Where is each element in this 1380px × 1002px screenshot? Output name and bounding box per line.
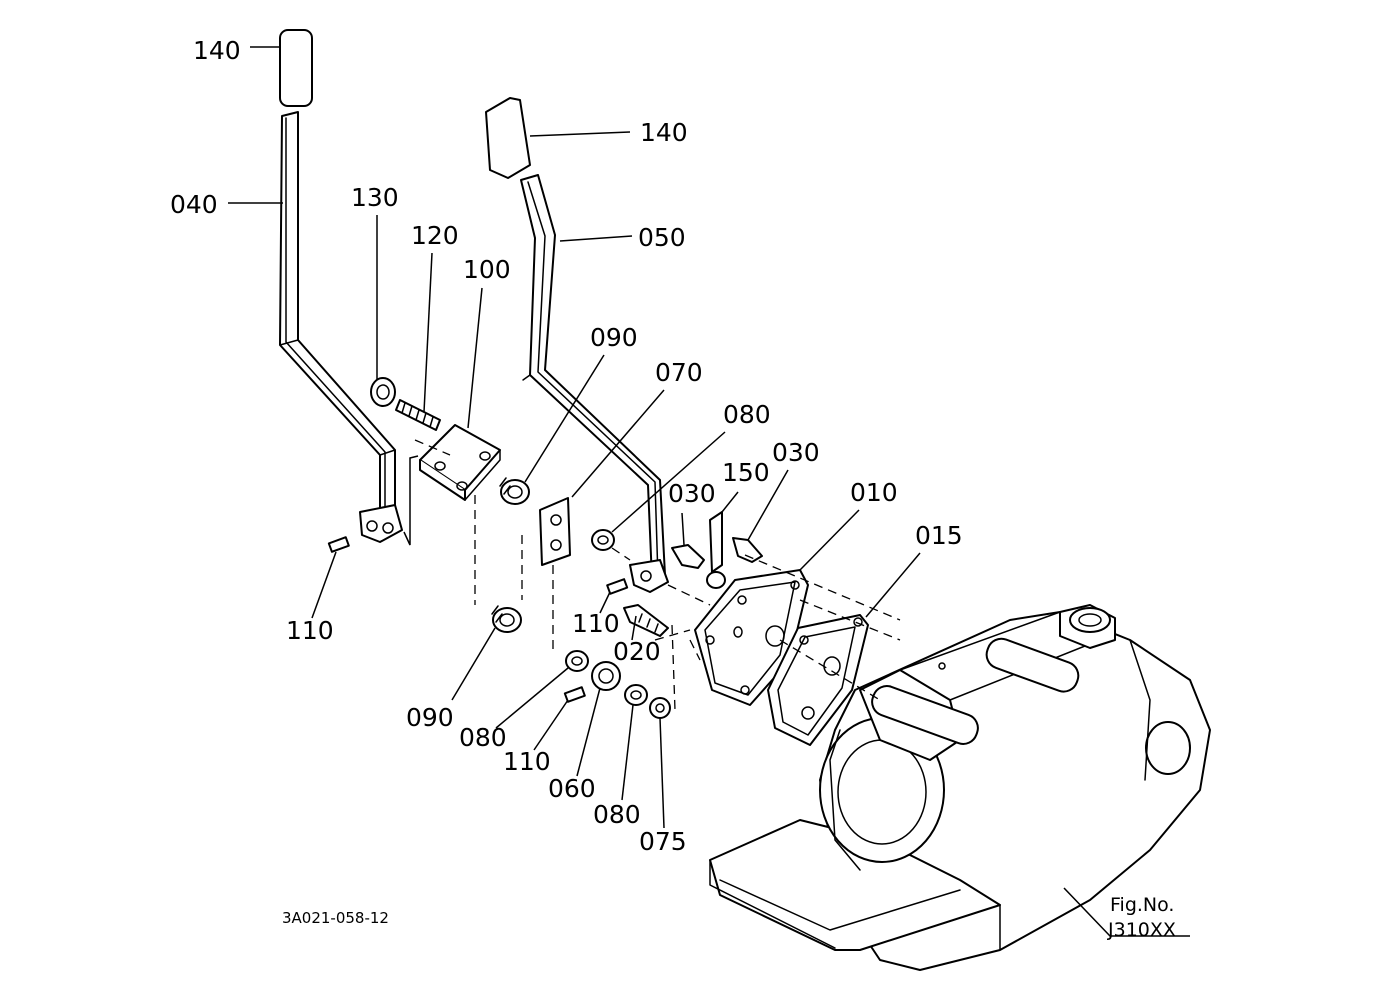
- callout-075: 075: [639, 827, 687, 856]
- nut-130: [370, 377, 396, 407]
- callout-090-top: 090: [590, 323, 638, 352]
- callout-labels: 140 140 040 050 130 120 100 090 070 080 …: [170, 36, 963, 856]
- bolt-020: [623, 604, 669, 637]
- callout-120: 120: [411, 221, 459, 250]
- spring-090-bottom: [492, 607, 522, 633]
- plate-150: [709, 511, 723, 573]
- pin-110-mid: [606, 578, 629, 595]
- callout-030-mid: 030: [668, 479, 716, 508]
- callout-040: 040: [170, 190, 218, 219]
- washer-080-b: [624, 684, 648, 706]
- callout-015: 015: [915, 521, 963, 550]
- callout-020: 020: [613, 637, 661, 666]
- callout-140-right: 140: [640, 118, 688, 147]
- knob-140-left: [279, 29, 313, 107]
- callout-050: 050: [638, 223, 686, 252]
- pin-110-bottom: [563, 686, 586, 703]
- lever-050: [485, 97, 669, 593]
- callout-140-left: 140: [193, 36, 241, 65]
- bushing-060: [591, 661, 621, 691]
- washer-080-top: [591, 529, 615, 551]
- fig-label: Fig.No.: [1110, 894, 1174, 916]
- callout-080-top: 080: [723, 400, 771, 429]
- washer-075: [649, 697, 671, 719]
- callout-100: 100: [463, 255, 511, 284]
- leader-lines: [228, 46, 1190, 937]
- pin-110-left: [327, 536, 350, 553]
- plate-070: [539, 497, 571, 566]
- callout-110-bottom: 110: [503, 747, 551, 776]
- bolt-030-right: [732, 537, 763, 563]
- callout-130: 130: [351, 183, 399, 212]
- callout-150: 150: [722, 458, 770, 487]
- drawing-code: 3A021-058-12: [282, 909, 389, 927]
- assembly-lines: [414, 439, 901, 711]
- callout-090-bottom: 090: [406, 703, 454, 732]
- callout-110-mid: 110: [572, 609, 620, 638]
- callout-030-right: 030: [772, 438, 820, 467]
- fig-number: J310XX: [1107, 919, 1176, 941]
- callout-060: 060: [548, 774, 596, 803]
- washer-080-a: [565, 650, 589, 672]
- callout-110-left: 110: [286, 616, 334, 645]
- spring-090-top: [500, 479, 530, 505]
- callout-080-a: 080: [459, 723, 507, 752]
- callout-080-b: 080: [593, 800, 641, 829]
- lever-040: [279, 29, 419, 546]
- callout-010: 010: [850, 478, 898, 507]
- small-parts: [327, 377, 763, 719]
- knob-140-right: [485, 97, 531, 179]
- callout-070: 070: [655, 358, 703, 387]
- transmission-housing: [709, 604, 1211, 971]
- bracket-100: [419, 424, 501, 491]
- bolt-030-mid: [671, 544, 705, 569]
